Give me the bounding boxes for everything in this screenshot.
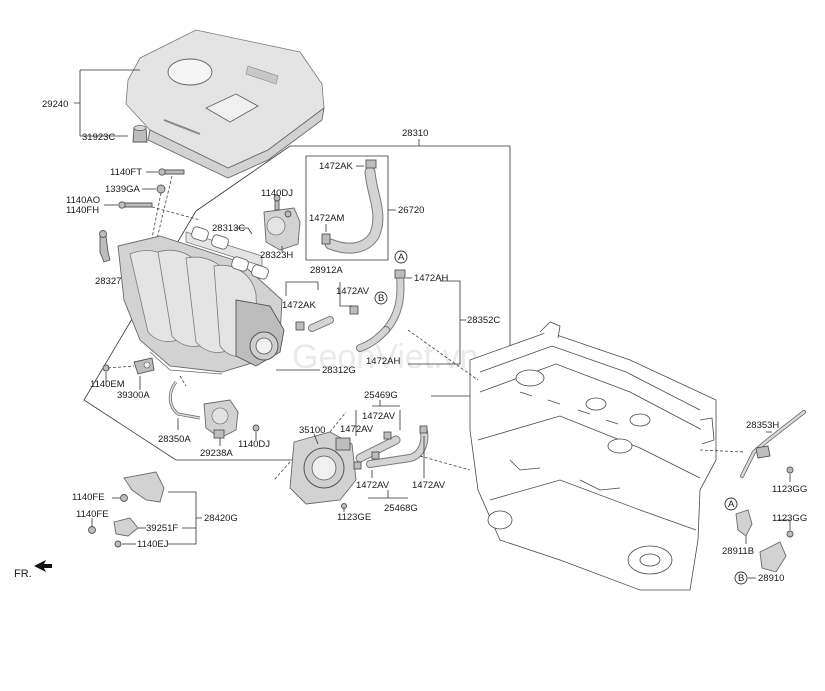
valve-28323H[interactable] xyxy=(263,207,301,251)
label-28327E: 28327E xyxy=(95,276,128,287)
label-1140DJ-bottom: 1140DJ xyxy=(238,439,270,450)
watermark-text: GeonViet.vn xyxy=(292,338,479,376)
label-28352C: 28352C xyxy=(467,315,500,326)
engine-cover[interactable] xyxy=(125,29,325,179)
hose-pcv-upper[interactable] xyxy=(382,272,405,334)
label-39300A: 39300A xyxy=(117,390,150,401)
clamp-1472AV-mid[interactable] xyxy=(349,305,359,315)
label-1140FE-b: 1140FE xyxy=(76,509,109,520)
front-direction-arrow xyxy=(34,560,52,572)
engine-block xyxy=(469,321,717,591)
label-35100: 35100 xyxy=(299,425,325,436)
fitting-28911B[interactable] xyxy=(735,509,753,537)
bolt-1140AO[interactable] xyxy=(118,201,153,209)
label-1472AV-a: 1472AV xyxy=(362,411,396,422)
label-28420G: 28420G xyxy=(204,513,238,524)
hose-25469G[interactable] xyxy=(355,435,401,463)
label-1140DJ-top: 1140DJ xyxy=(261,188,293,199)
label-28323H: 28323H xyxy=(260,250,293,261)
label-1472AV-b: 1472AV xyxy=(340,424,374,435)
svg-text:A: A xyxy=(398,252,405,263)
bracket-28910[interactable] xyxy=(759,541,787,573)
bolt-1140FE-a[interactable] xyxy=(120,494,128,502)
bracket-28420G[interactable] xyxy=(123,471,165,503)
label-25468G: 25468G xyxy=(384,503,418,514)
hose-28350A[interactable] xyxy=(168,381,201,420)
bolt-1140EJ[interactable] xyxy=(114,540,122,548)
sensor-39300A[interactable] xyxy=(133,357,155,375)
bolt-1140DJ-bottom[interactable] xyxy=(252,424,260,432)
label-28353H: 28353H xyxy=(746,420,779,431)
label-28912A: 28912A xyxy=(310,265,343,276)
bolt-1140DJ-top[interactable] xyxy=(273,194,281,211)
label-1339GA: 1339GA xyxy=(105,184,141,195)
bolt-1140FE-b[interactable] xyxy=(88,526,96,534)
label-25469G: 25469G xyxy=(364,390,398,401)
label-1140FT: 1140FT xyxy=(110,167,142,178)
label-front-direction: FR. xyxy=(14,568,32,580)
clamp-1472AK-top[interactable] xyxy=(365,159,377,169)
label-1472AK-top: 1472AK xyxy=(319,161,353,172)
throttle-body-35100[interactable] xyxy=(289,431,357,505)
svg-text:A: A xyxy=(728,499,735,510)
pipe-28353H[interactable] xyxy=(740,410,806,478)
label-28910: 28910 xyxy=(758,573,784,584)
label-1472AV-d: 1472AV xyxy=(412,480,446,491)
label-28310: 28310 xyxy=(402,128,428,139)
callout-B-mid: B xyxy=(374,291,388,305)
washer-1339GA[interactable] xyxy=(156,184,166,194)
clamp-1472AM[interactable] xyxy=(321,233,331,245)
bracket-39251F[interactable] xyxy=(113,517,139,537)
svg-text:B: B xyxy=(378,293,384,304)
label-1472AM: 1472AM xyxy=(309,213,344,224)
bolt-1123GG-a[interactable] xyxy=(786,466,794,474)
bolt-1123GE[interactable] xyxy=(340,502,348,510)
bolt-1140FT[interactable] xyxy=(158,168,185,176)
label-31923C: 31923C xyxy=(82,132,115,143)
label-1472AV-mid: 1472AV xyxy=(336,286,370,297)
callout-B-right: B xyxy=(734,571,748,585)
label-1472AK-mid: 1472AK xyxy=(282,300,316,311)
callout-A-top: A xyxy=(394,250,408,264)
label-1472AH-top: 1472AH xyxy=(414,273,448,284)
clamps-1472AV[interactable] xyxy=(353,425,428,470)
label-1140EJ: 1140EJ xyxy=(137,539,169,550)
label-29240: 29240 xyxy=(42,99,68,110)
label-1140FE-a: 1140FE xyxy=(72,492,105,503)
label-39251F: 39251F xyxy=(146,523,178,534)
hose-26720[interactable] xyxy=(324,166,384,254)
label-1123GE: 1123GE xyxy=(337,512,371,523)
clamp-1472AK-mid[interactable] xyxy=(295,321,305,331)
hose-pcv-lower[interactable] xyxy=(308,316,390,352)
label-28350A: 28350A xyxy=(158,434,191,445)
label-1472AH-mid: 1472AH xyxy=(366,356,400,367)
valve-29238A[interactable] xyxy=(203,399,239,439)
label-29238A: 29238A xyxy=(200,448,233,459)
label-1123GG-b: 1123GG xyxy=(772,513,807,524)
grommet-31923C[interactable] xyxy=(132,125,148,143)
svg-text:B: B xyxy=(738,573,744,584)
gasket-28313C[interactable] xyxy=(185,226,269,280)
label-26720: 26720 xyxy=(398,205,424,216)
callout-A-right: A xyxy=(724,497,738,511)
label-28911B: 28911B xyxy=(722,546,754,557)
hose-25468G[interactable] xyxy=(366,428,429,468)
clamp-1472AH-top[interactable] xyxy=(394,269,406,279)
label-1140FH: 1140FH xyxy=(66,205,99,216)
label-28312G: 28312G xyxy=(322,365,356,376)
label-1140AO: 1140AO xyxy=(66,195,100,206)
label-28313C: 28313C xyxy=(212,223,245,234)
sensor-28327E[interactable] xyxy=(99,230,111,263)
label-1472AV-c: 1472AV xyxy=(356,480,390,491)
label-1140EM: 1140EM xyxy=(90,379,125,390)
label-1123GG-a: 1123GG xyxy=(772,484,807,495)
bolt-1123GG-b[interactable] xyxy=(786,530,794,538)
